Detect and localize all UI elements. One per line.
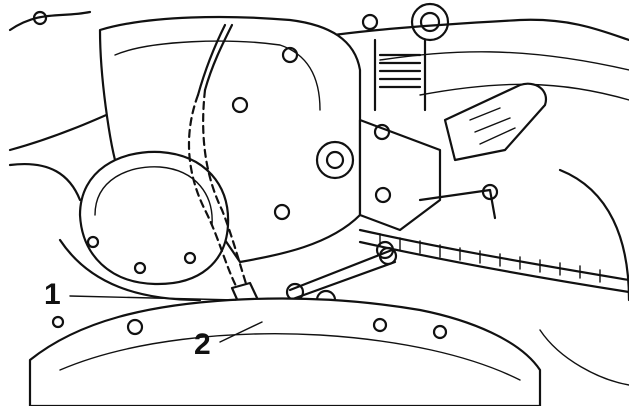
cable-solid-upper-2 <box>203 23 234 92</box>
shift-joint-2 <box>378 246 398 266</box>
shift-rod-2 <box>288 260 397 302</box>
top-left-bolt <box>32 10 48 26</box>
top-small-bolt <box>361 13 379 31</box>
swingarm-pivot-inner <box>325 150 345 170</box>
shift-arm <box>418 188 497 220</box>
generator-cover-inner <box>94 166 213 226</box>
shift-rod <box>288 248 394 292</box>
cable-route-dashed-2 <box>202 88 250 292</box>
drive-chain-lower <box>358 240 629 294</box>
generator-cover <box>78 150 230 286</box>
exhaust-bolt-1 <box>126 318 144 336</box>
footpeg-slot-3 <box>479 127 516 145</box>
cable-solid-upper <box>196 23 227 97</box>
left-crankcase-line <box>8 162 82 202</box>
engine-cover-inner <box>114 40 321 111</box>
exhaust-bolt-3 <box>432 324 448 340</box>
swingarm-pivot-outer <box>315 140 355 180</box>
top-pivot-inner <box>419 11 441 33</box>
upper-frame-fragment <box>8 10 92 32</box>
cover-bolt-1 <box>281 46 299 64</box>
callout-label-2: 2 <box>194 328 211 361</box>
shock-spring <box>378 53 422 89</box>
cover-bolt-2 <box>231 96 249 114</box>
rear-wheel-contour-2 <box>539 329 629 386</box>
lower-exhaust-body <box>28 297 542 406</box>
exhaust-bolt-2 <box>372 317 388 333</box>
footpeg-plate <box>443 82 548 162</box>
exhaust-inner-line <box>59 333 521 381</box>
footpeg-slot-1 <box>469 107 501 121</box>
leader-line-2 <box>219 321 263 343</box>
gen-bolt-1 <box>86 235 100 249</box>
callout-label-1: 1 <box>44 278 61 311</box>
cable-route-dashed <box>187 93 240 292</box>
shift-pivot <box>481 183 499 201</box>
shock-body <box>373 38 427 112</box>
leader-line-1 <box>69 295 237 301</box>
gen-bolt-2 <box>133 261 147 275</box>
gen-bolt-3 <box>183 251 197 265</box>
upper-body-contour-2 <box>379 51 629 71</box>
footrest-bracket <box>358 118 442 232</box>
rear-wheel-contour <box>558 168 629 302</box>
footpeg-slot-2 <box>474 117 511 133</box>
chain-links <box>379 233 601 283</box>
cover-bolt-3 <box>273 203 291 221</box>
bracket-bolt-1 <box>373 123 391 141</box>
bracket-bolt-2 <box>374 186 392 204</box>
top-pivot-outer <box>410 2 450 42</box>
drive-chain-upper <box>358 228 629 282</box>
left-small-bolt <box>51 315 65 329</box>
